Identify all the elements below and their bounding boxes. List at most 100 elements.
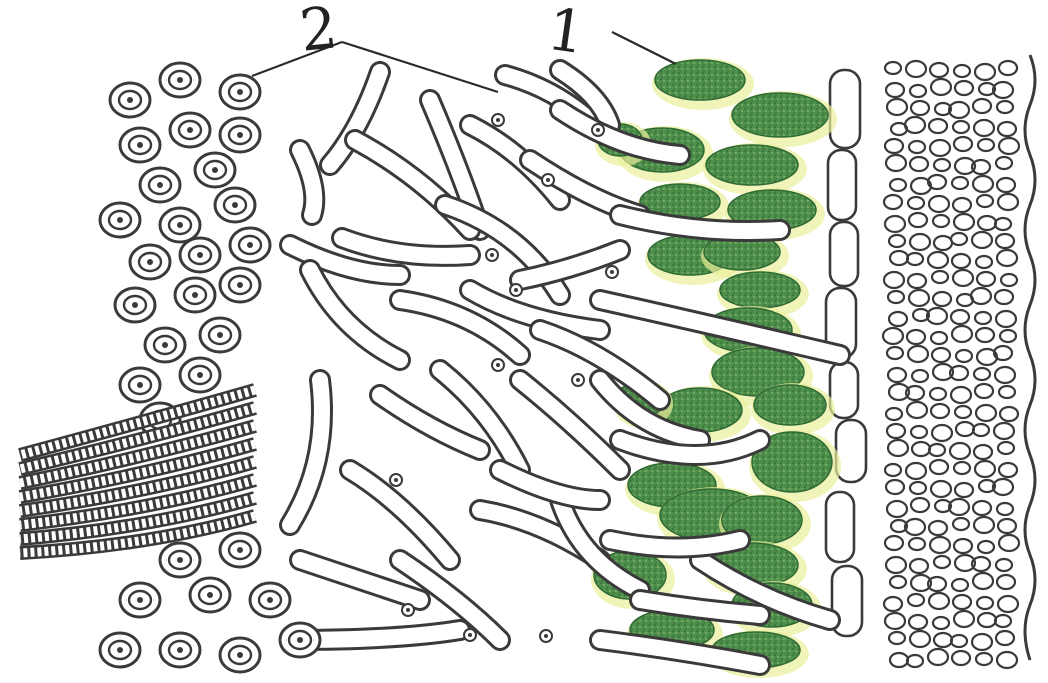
cortex-cell xyxy=(931,79,951,95)
cortex-cell xyxy=(933,617,949,629)
cortex-cell xyxy=(887,99,907,115)
cortex-cell xyxy=(885,536,903,550)
cortex-cell xyxy=(910,234,930,250)
cortex-cell xyxy=(907,655,923,667)
cortex-cell xyxy=(996,234,1014,248)
callout-label-2: 2 xyxy=(297,0,340,60)
cortex-cell xyxy=(1001,274,1017,286)
cortex-cell xyxy=(910,482,926,494)
cortex-cell xyxy=(997,178,1015,192)
cortex-cell xyxy=(999,463,1017,477)
cortex-cell xyxy=(884,597,902,611)
cortex-cell xyxy=(911,426,927,438)
cortex-cell xyxy=(977,272,995,286)
cortex-cell xyxy=(954,462,970,474)
cortex-cell xyxy=(885,62,901,74)
cortex-cell xyxy=(889,312,907,326)
cortex-cell xyxy=(932,271,948,283)
cortex-cell xyxy=(933,215,949,227)
cortex-cell xyxy=(931,481,951,497)
cortex-cell xyxy=(953,518,969,530)
cortex-cell xyxy=(905,117,925,133)
cortex-cell xyxy=(928,252,948,268)
cortex-cell xyxy=(995,218,1011,230)
cortex-cell xyxy=(997,652,1017,668)
cortex-cell xyxy=(999,386,1015,398)
cortex-cell xyxy=(998,519,1016,533)
cortex-cell xyxy=(952,254,970,268)
rhizines-bundle xyxy=(20,390,255,553)
cortex-cell xyxy=(934,159,950,171)
cortex-cell xyxy=(974,368,990,380)
cortex-cell xyxy=(890,251,908,265)
cortex-cell xyxy=(999,61,1017,75)
cortex-cell xyxy=(886,408,902,420)
cortex-cell xyxy=(909,141,925,153)
cortex-cell xyxy=(934,236,952,250)
cortex-cell xyxy=(999,535,1019,551)
cortex-cell xyxy=(885,216,905,232)
cortex-cell xyxy=(975,64,995,80)
cortex-cell xyxy=(996,311,1016,327)
cortex-cell xyxy=(954,611,974,627)
cortex-cell xyxy=(976,405,996,421)
cortex-cell xyxy=(952,326,972,342)
cortex-cell xyxy=(886,83,904,97)
cortex-cell xyxy=(953,198,971,212)
cortex-cell xyxy=(997,101,1013,113)
cortex-cell xyxy=(996,559,1012,571)
cortex-cell xyxy=(910,157,928,171)
cortex-cell xyxy=(978,216,996,230)
cortex-cell xyxy=(953,121,969,133)
cortex-cell xyxy=(933,292,951,306)
cortex-cell xyxy=(932,425,952,441)
cortex-cell xyxy=(976,653,992,665)
cortex-cell xyxy=(955,406,971,418)
cortex-cell xyxy=(908,346,928,362)
cortex-cell xyxy=(998,122,1016,136)
cortex-cell xyxy=(934,633,952,647)
alga-cell xyxy=(655,60,745,100)
cortex-cell xyxy=(884,195,902,209)
cortex-cell xyxy=(954,137,972,151)
cortex-cell xyxy=(909,290,929,306)
cortex-cell xyxy=(888,368,906,382)
cortex-cell xyxy=(952,177,968,189)
cortex-cell xyxy=(972,634,992,650)
cortex-cell xyxy=(908,594,924,606)
cortex-cell xyxy=(997,575,1015,589)
cortex-cell xyxy=(907,402,927,418)
cortex-cell xyxy=(929,119,947,133)
cortex-cell xyxy=(889,235,905,247)
cortex-cell xyxy=(910,631,930,647)
cortex-cell xyxy=(911,101,929,115)
cortex-cell xyxy=(908,197,924,209)
cortex-cell xyxy=(971,288,991,304)
cortex-cell xyxy=(999,138,1019,154)
cortex-cell xyxy=(994,423,1014,439)
cortex-cell xyxy=(997,250,1017,266)
cortex-cell xyxy=(976,328,994,342)
cortex-cell xyxy=(973,424,989,436)
cortex-cell xyxy=(997,503,1013,515)
cortex-cell xyxy=(890,179,906,191)
cortex-cell xyxy=(973,99,991,113)
alga-cell xyxy=(754,385,826,425)
cortex-cell xyxy=(907,253,923,265)
cortex-edge-line xyxy=(1025,55,1035,660)
cortex-cell xyxy=(975,384,993,398)
cortex-cell xyxy=(930,388,946,400)
cortex-cell xyxy=(887,501,907,517)
cortex-cell xyxy=(930,537,950,553)
cortex-cell xyxy=(887,424,905,438)
cortex-cell xyxy=(977,195,993,207)
cortex-cell xyxy=(972,232,992,248)
cortex-cell xyxy=(910,559,928,573)
cortex-cell xyxy=(931,332,947,344)
cortex-cell xyxy=(974,445,992,459)
cortex-cell xyxy=(930,460,948,474)
cortex-cell xyxy=(909,615,927,629)
alga-cell xyxy=(732,93,828,137)
hypha-fill xyxy=(500,470,600,500)
